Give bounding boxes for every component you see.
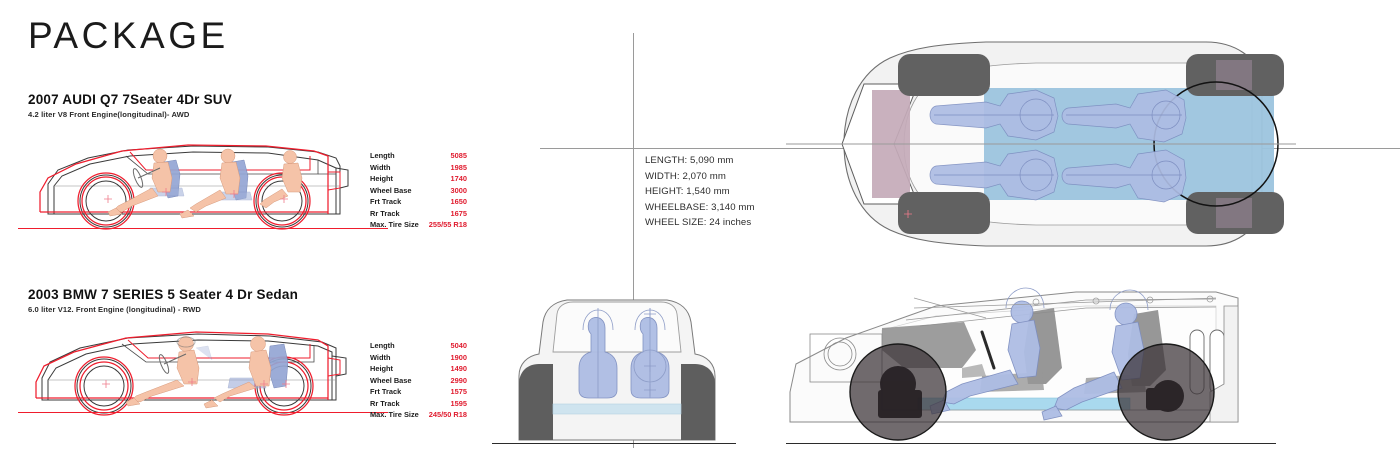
table-row: Rr Track 1595 [370,398,467,410]
spec-value: 245/50 R18 [428,410,467,420]
spec-value: 2990 [450,375,467,385]
table-row: Length 5040 [370,340,467,352]
table-row: Height 1740 [370,173,467,185]
spec-value: 5085 [450,151,467,160]
spec-value: 1595 [450,398,467,408]
benchmark-subtitle: 6.0 liter V12. Front Engine (longitudina… [28,304,201,314]
spec-label: Wheel Base [370,185,412,195]
spec-label: Height [370,174,393,184]
side-view-ground-line [786,443,1276,444]
spec-label: Height [370,364,393,374]
concept-spec-line: WHEELBASE: 3,140 mm [645,201,755,213]
spec-label: Max. Tire Size [370,410,419,420]
table-row: Max. Tire Size 245/50 R18 [370,409,467,421]
spec-label: Max. Tire Size [370,220,419,230]
spec-label: Length [370,341,395,350]
concept-spec-line: WIDTH: 2,070 mm [645,170,726,182]
spec-value: 1740 [450,174,467,184]
spec-value: 1900 [450,352,467,362]
concept-spec-line: LENGTH: 5,090 mm [645,155,734,166]
benchmark-name: 2003 BMW 7 SERIES 5 Seater 4 Dr Sedan [28,287,299,302]
spec-label: Rr Track [370,208,400,218]
page-title: PACKAGE [28,15,229,56]
table-row: Wheel Base 3000 [370,185,467,197]
table-row: Length 5085 [370,150,467,162]
audi-spec-table: Length 5085 Width 1985 Height 1740 Wheel… [370,150,467,231]
spec-value: 1650 [450,197,467,207]
spec-label: Width [370,352,391,362]
table-row: Width 1900 [370,352,467,364]
spec-label: Length [370,151,395,160]
spec-value: 3000 [450,185,467,195]
table-row: Wheel Base 2990 [370,375,467,387]
front-view-ground-line [492,443,636,444]
spec-rows: Length 5085 Width 1985 Height 1740 Wheel… [370,150,467,231]
concept-top-view [786,41,1296,247]
spec-value: 1575 [450,387,467,397]
concept-front-view [518,299,716,441]
table-row: Width 1985 [370,162,467,174]
bmw-spec-table: Length 5040 Width 1900 Height 1490 Wheel… [370,340,467,421]
table-row: Rr Track 1675 [370,208,467,220]
spec-value: 1675 [450,208,467,218]
spec-label: Frt Track [370,387,402,397]
table-row: Max. Tire Size 255/55 R18 [370,219,467,231]
table-row: Frt Track 1650 [370,196,467,208]
concept-spec-line: WHEEL SIZE: 24 inches [645,217,752,229]
spec-label: Width [370,162,391,172]
spec-value: 5040 [450,341,467,350]
benchmark-audi-q7: 2007 AUDI Q7 7Seater 4Dr SUV 4.2 liter V… [28,92,232,119]
benchmark-name: 2007 AUDI Q7 7Seater 4Dr SUV [28,92,232,107]
spec-rows: Length 5040 Width 1900 Height 1490 Wheel… [370,340,467,421]
bmw-7-side-package-view [35,331,347,416]
audi-q7-side-package-view [39,144,349,230]
spec-value: 1490 [450,364,467,374]
spec-label: Wheel Base [370,375,412,385]
table-row: Frt Track 1575 [370,386,467,398]
spec-label: Frt Track [370,197,402,207]
concept-side-view [789,287,1239,441]
table-row: Height 1490 [370,363,467,375]
spec-value: 1985 [450,162,467,172]
bmw-ground-line [18,412,388,413]
benchmark-bmw-7-series: 2003 BMW 7 SERIES 5 Seater 4 Dr Sedan 6.… [28,287,299,314]
vertical-construction-guide [633,33,634,448]
audi-ground-line [18,228,388,229]
benchmark-subtitle: 4.2 liter V8 Front Engine(longitudinal)-… [28,109,190,119]
spec-value: 255/55 R18 [428,220,467,230]
front-view-ground-line-right [636,443,736,444]
concept-spec-line: HEIGHT: 1,540 mm [645,186,730,198]
spec-label: Rr Track [370,398,400,408]
concept-spec-list: LENGTH: 5,090 mm WIDTH: 2,070 mm HEIGHT:… [645,153,755,231]
